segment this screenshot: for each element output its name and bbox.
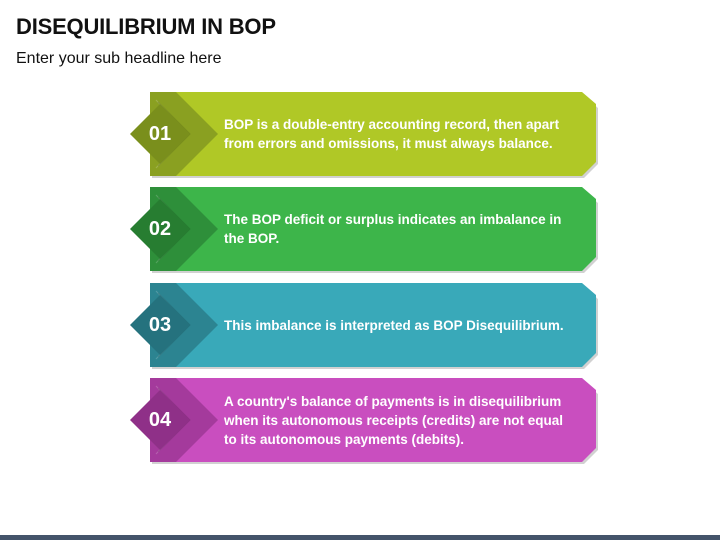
step-text: The BOP deficit or surplus indicates an … [224,212,562,246]
step-text: BOP is a double-entry accounting record,… [224,117,560,151]
step-shape [130,378,598,464]
step-text: A country's balance of payments is in di… [224,393,564,447]
step-card-2: 02 The BOP deficit or surplus indicates … [126,187,598,273]
step-shape [130,187,598,273]
step-shape [130,283,598,369]
step-card-1: 01 BOP is a double-entry accounting reco… [126,92,598,178]
footer-bar [0,535,720,540]
step-number: 02 [148,217,172,240]
step-card-4: 04 A country's balance of payments is in… [126,378,598,464]
step-text: This imbalance is interpreted as BOP Dis… [224,317,564,333]
step-card-3: 03 This imbalance is interpreted as BOP … [126,283,598,369]
step-shape [130,92,598,178]
step-number: 03 [148,313,172,336]
page-title: DISEQUILIBRIUM IN BOP [16,14,276,39]
page-subtitle: Enter your sub headline here [16,50,222,67]
step-number: 01 [148,122,172,145]
step-number: 04 [148,408,172,431]
